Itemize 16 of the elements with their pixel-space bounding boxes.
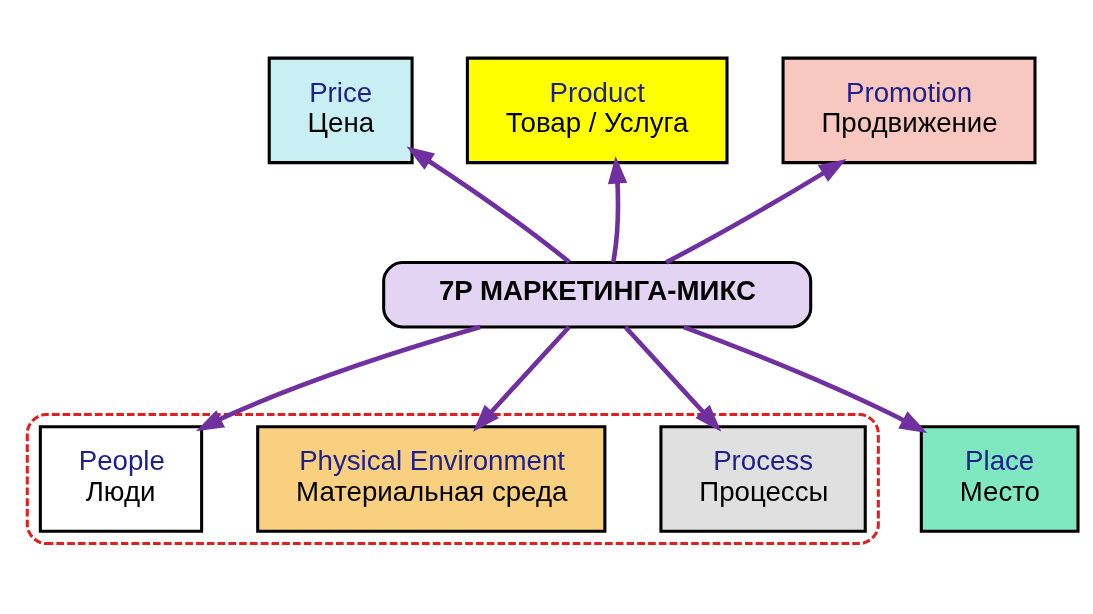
arrow bbox=[195, 324, 481, 432]
arrow bbox=[665, 159, 847, 265]
node-box: Price Цена bbox=[267, 56, 414, 165]
node-box: Process Процессы bbox=[659, 425, 867, 533]
node-box: People Люди bbox=[38, 425, 204, 533]
node-box: Place Место bbox=[919, 425, 1080, 533]
node-box: 7P МАРКЕТИНГА-МИКС bbox=[382, 260, 813, 329]
node-box: Physical Environment Материальная среда bbox=[256, 425, 607, 533]
arrow bbox=[607, 155, 628, 263]
node-box: Promotion Продвижение bbox=[781, 56, 1037, 165]
cluster bbox=[25, 413, 880, 546]
arrow bbox=[683, 324, 928, 434]
arrow bbox=[473, 325, 571, 432]
arrow bbox=[406, 146, 571, 264]
arrow bbox=[623, 325, 722, 432]
node-box: Product Товар / Услуга bbox=[465, 56, 729, 165]
